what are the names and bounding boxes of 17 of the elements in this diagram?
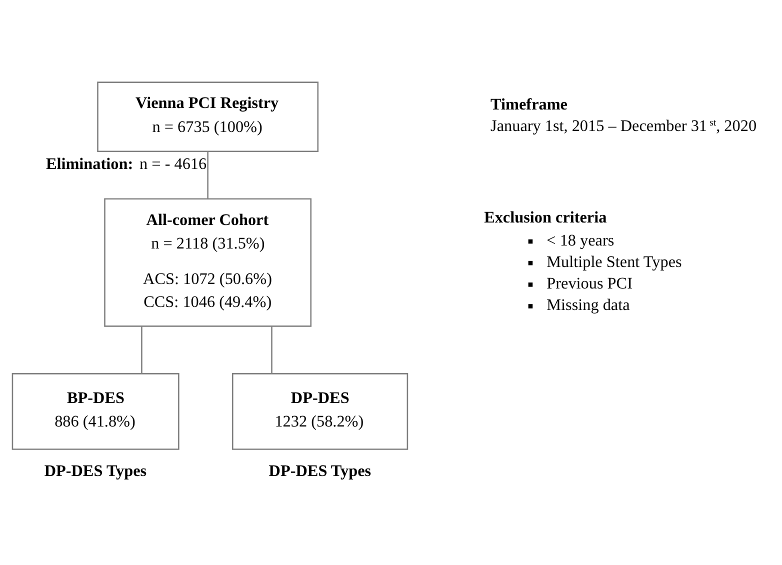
label: Previous PCI — [546, 275, 632, 292]
node-box: All-comer Cohort n = 2118 (31.5%) ACS: 1072 (50.6%) CCS: 1046 (49.4%) — [104, 198, 312, 327]
node-box: BP-DES 886 (41.8%) — [12, 373, 180, 450]
node-box: DP-DES 1232 (58.2%) — [232, 373, 408, 450]
connector — [271, 326, 272, 374]
label: < 18 years — [546, 232, 614, 250]
node-label: DP-DES Types — [268, 463, 372, 480]
label: January 1st, 2015 – December 31$^{st}$, 2020 — [490, 117, 757, 135]
label: Timeframe — [490, 96, 568, 114]
label: Exclusion criteria — [484, 210, 607, 227]
label: Missing data — [546, 297, 630, 314]
node-label: DP-DES Types — [44, 463, 147, 480]
connector — [207, 152, 208, 199]
node-box: Vienna PCI Registry n = 6735 (100%) — [97, 82, 319, 152]
connector — [141, 326, 142, 374]
label: Multiple Stent Types — [546, 254, 682, 271]
edge-label: Elimination: n = - 4616 — [46, 156, 207, 173]
